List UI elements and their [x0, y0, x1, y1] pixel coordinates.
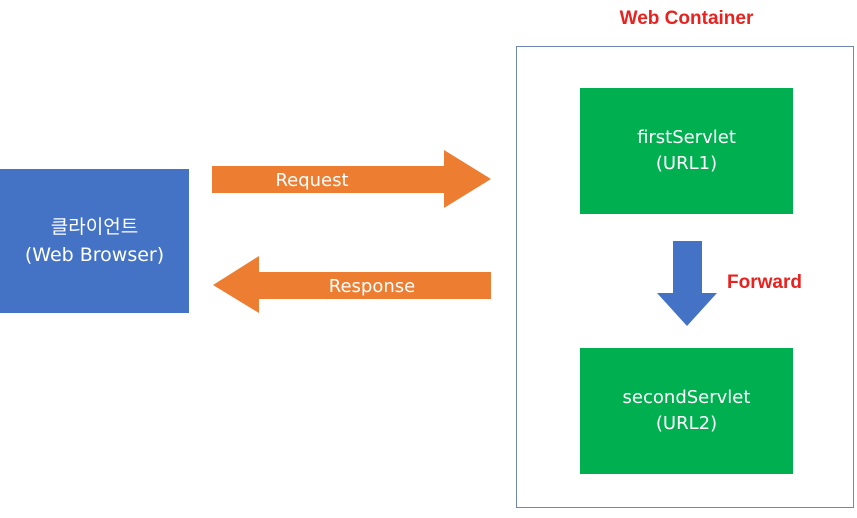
request-label: Request: [275, 170, 349, 191]
second-servlet-box: secondServlet (URL2): [580, 348, 793, 474]
forward-label: Forward: [727, 272, 802, 293]
first-servlet-box: firstServlet (URL1): [580, 88, 793, 214]
client-box: 클라이언트 (Web Browser): [0, 169, 189, 313]
web-container-title: Web Container: [619, 8, 754, 29]
client-label: 클라이언트: [50, 216, 139, 238]
first-servlet-url: (URL1): [655, 153, 718, 174]
second-servlet-name: secondServlet: [622, 387, 751, 408]
first-servlet-name: firstServlet: [637, 127, 736, 148]
second-servlet-url: (URL2): [655, 413, 718, 434]
response-label: Response: [328, 276, 416, 297]
client-sublabel: (Web Browser): [24, 244, 165, 266]
